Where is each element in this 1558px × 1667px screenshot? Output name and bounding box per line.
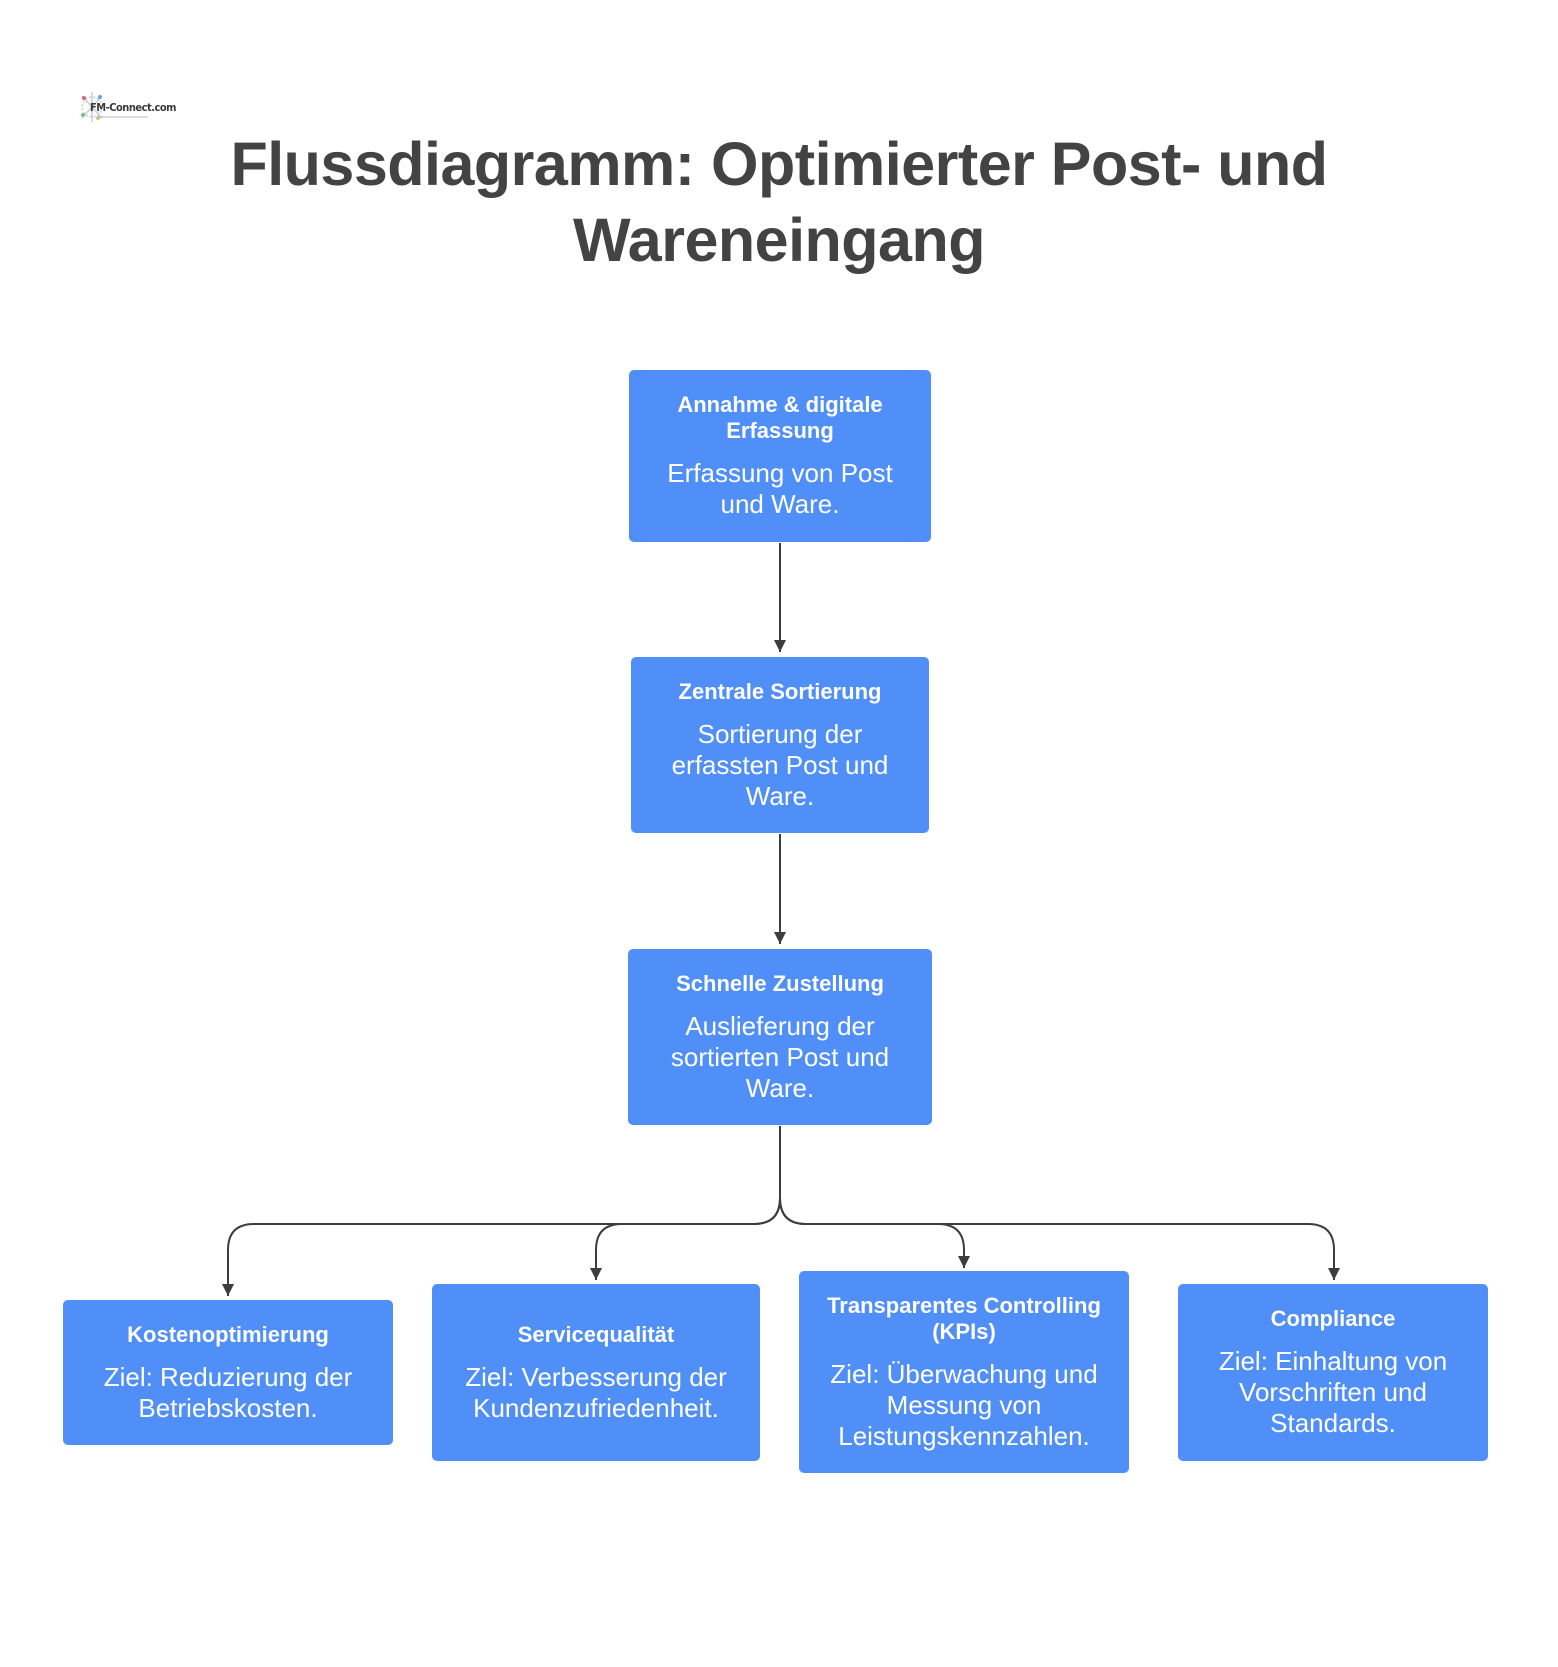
node-description: Ziel: Reduzierung der Betriebskosten. bbox=[103, 1361, 353, 1423]
node-description: Erfassung von Post und Ware. bbox=[667, 458, 893, 519]
node-zentrale-sortierung: Zentrale Sortierung Sortierung der erfas… bbox=[631, 657, 929, 833]
node-title: Transparentes Controlling (KPIs) bbox=[827, 1292, 1101, 1344]
node-servicequalitaet: Servicequalität Ziel: Verbesserung der K… bbox=[432, 1284, 760, 1461]
edge-zustellung-to-controlling bbox=[779, 1126, 970, 1268]
node-kostenoptimierung: Kostenoptimierung Ziel: Reduzierung der … bbox=[63, 1300, 393, 1445]
node-description: Ziel: Überwachung und Messung von Leistu… bbox=[830, 1358, 1098, 1451]
node-annahme-erfassung: Annahme & digitale Erfassung Erfassung v… bbox=[629, 370, 931, 542]
edge-zustellung-to-service bbox=[590, 1126, 781, 1280]
node-description: Ziel: Verbesserung der Kundenzufriedenhe… bbox=[465, 1361, 727, 1423]
node-title: Kostenoptimierung bbox=[127, 1321, 329, 1347]
node-compliance: Compliance Ziel: Einhaltung von Vorschri… bbox=[1178, 1284, 1488, 1461]
node-title: Annahme & digitale Erfassung bbox=[677, 392, 883, 443]
edge-zustellung-to-compliance bbox=[779, 1126, 1340, 1280]
node-title: Zentrale Sortierung bbox=[678, 678, 882, 704]
node-title: Compliance bbox=[1270, 1306, 1396, 1331]
node-description: Auslieferung der sortierten Post und War… bbox=[670, 1010, 890, 1103]
logo-text: FM-Connect.com bbox=[90, 101, 176, 114]
page-title: Flussdiagramm: Optimierter Post- und War… bbox=[230, 130, 1328, 274]
node-title: Servicequalität bbox=[517, 1321, 675, 1347]
fm-connect-logo-icon bbox=[81, 92, 148, 122]
node-description: Sortierung der erfassten Post und Ware. bbox=[671, 718, 889, 811]
node-transparentes-controlling: Transparentes Controlling (KPIs) Ziel: Ü… bbox=[799, 1271, 1129, 1473]
node-title: Schnelle Zustellung bbox=[676, 970, 884, 996]
edge-zustellung-to-kosten bbox=[222, 1126, 781, 1296]
node-schnelle-zustellung: Schnelle Zustellung Auslieferung der sor… bbox=[628, 949, 932, 1125]
node-description: Ziel: Einhaltung von Vorschriften und St… bbox=[1218, 1346, 1448, 1438]
